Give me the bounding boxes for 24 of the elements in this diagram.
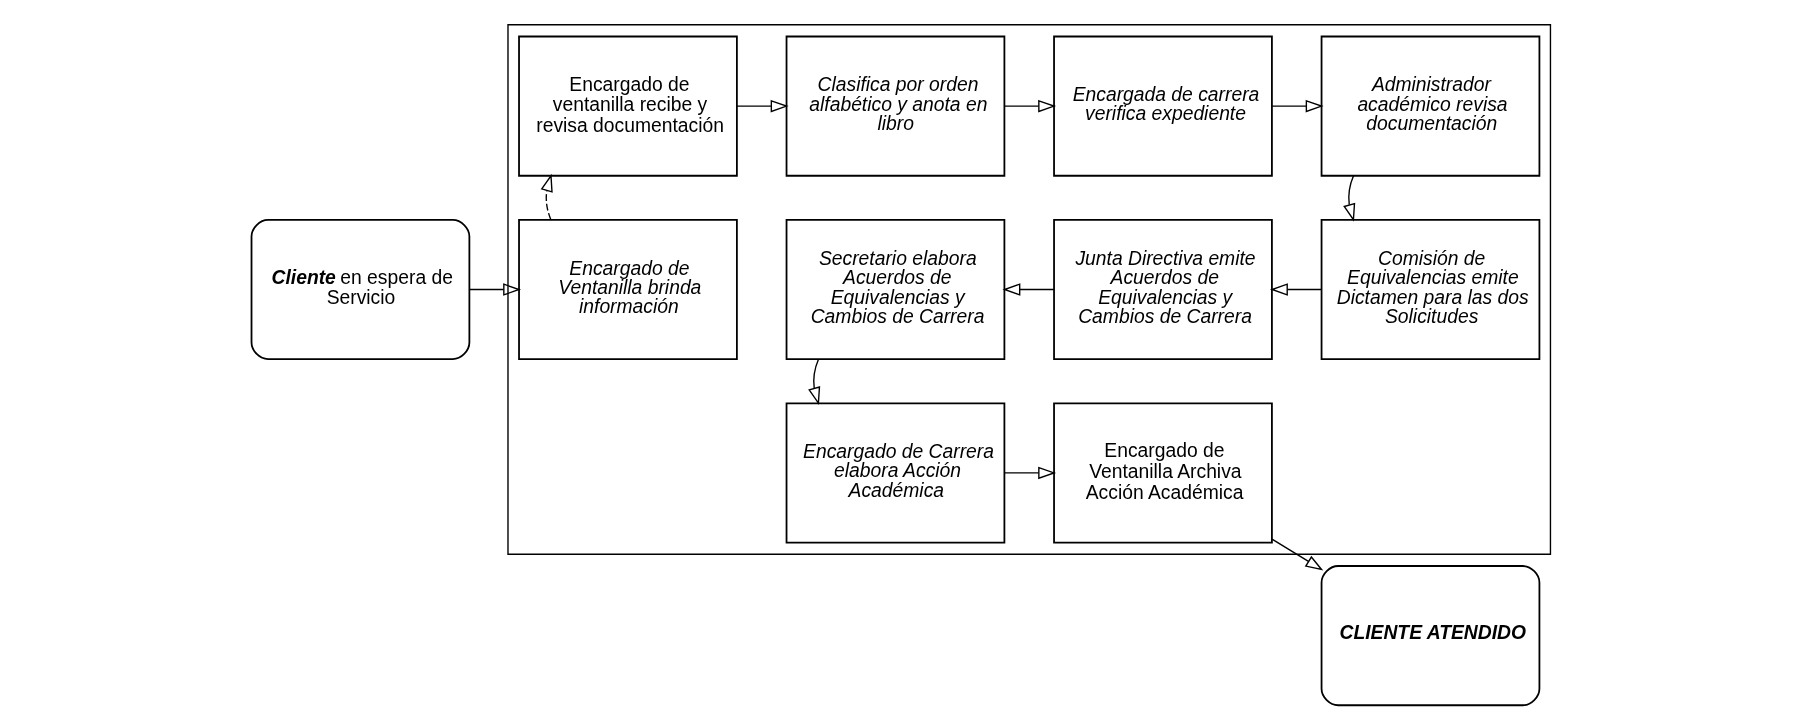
node-box: Encargado de ventanilla recibe y revisa documentación [517, 35, 738, 177]
arrow [540, 173, 553, 221]
arrow [1269, 283, 1322, 296]
node-box: Encargado de Ventanilla brinda información [517, 219, 738, 361]
node-box: Encargado de Ventanilla Archiva Acción Académica [1052, 402, 1273, 544]
arrow [1270, 99, 1324, 113]
node-box: Encargado de Carrera elabora Acción Académica [785, 402, 1005, 544]
node-box: Comisión de Equivalencias emite Dictamen para las dos Solicitudes [1320, 219, 1540, 361]
arrow [735, 99, 789, 113]
node-box: Administrador académico revisa documentación [1320, 35, 1540, 177]
node-box: Junta Directiva emite Acuerdos de Equivalencias y Cambios de Carrera [1052, 219, 1273, 361]
cluster [506, 24, 1551, 555]
arrow [1342, 175, 1355, 222]
arrow [807, 358, 820, 406]
arrow [1003, 99, 1056, 113]
arrow [1001, 283, 1055, 296]
arrow [1003, 466, 1056, 480]
arrow [1270, 538, 1323, 571]
arrow [468, 283, 521, 296]
node-box: Encargada de carrera verifica expediente [1052, 35, 1273, 177]
node-box: CLIENTE ATENDIDO [1320, 565, 1540, 707]
node-box: Secretario elabora Acuerdos de Equivalencias y Cambios de Carrera [785, 219, 1005, 361]
node-box: Cliente en espera de Servicio [250, 219, 470, 361]
node-box: Clasifica por orden alfabético y anota en libro [785, 35, 1005, 177]
